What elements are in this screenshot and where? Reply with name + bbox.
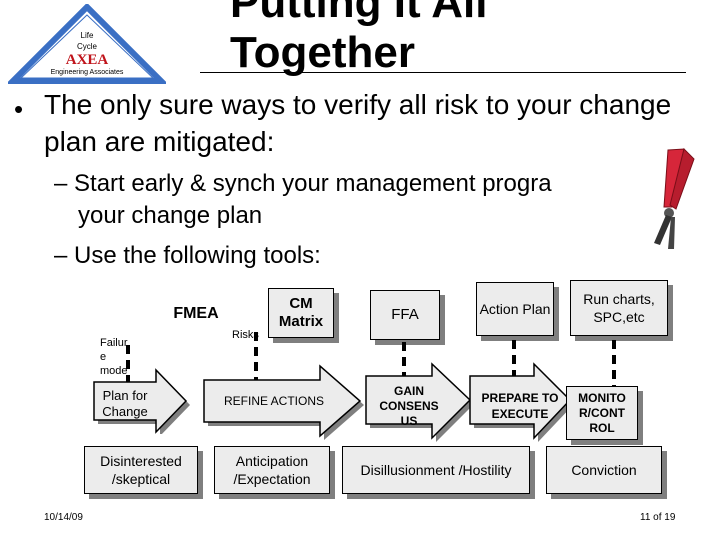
connector-fmea: [126, 345, 130, 385]
connector-action: [512, 340, 516, 384]
bullet-marker: •: [14, 94, 24, 124]
stage-conviction: Conviction: [546, 446, 662, 494]
sub-bullet-1-cont: your change plan: [78, 202, 263, 229]
sub-bullet-1: – Start early & synch your management pr…: [54, 170, 552, 197]
connector-run: [612, 340, 616, 386]
logo-tagline: Engineering Associates: [51, 69, 124, 76]
failure-modes-line-1: Failur: [100, 337, 128, 349]
tool-cm-matrix: CM Matrix: [268, 288, 334, 338]
axea-logo: Life Cycle AXEA Engineering Associates: [8, 4, 166, 84]
connector-ffa: [402, 342, 406, 382]
connector-cm: [254, 332, 258, 386]
main-bullet: The only sure ways to verify all risk to…: [44, 89, 672, 157]
stage-anticipation: Anticipation /Expectation: [214, 446, 330, 494]
arrow-refine-actions-label: REFINE ACTIONS: [223, 394, 324, 408]
footer-page-number: 11 of 19: [640, 512, 676, 523]
failure-modes-label: Failur e mode s: [100, 336, 140, 392]
tool-fmea: FMEA: [173, 305, 219, 322]
slide-title: Putting It All Together: [230, 0, 488, 77]
logo-cycle: Cycle: [77, 42, 98, 51]
title-rule: [200, 72, 686, 73]
arrow-gain-consensus-label: GAIN CONSENS US: [379, 384, 439, 428]
arrow-plan-for-change: [93, 368, 190, 434]
arrow-gain-consensus: [365, 362, 474, 442]
tool-ffa: FFA: [370, 290, 440, 340]
logo-brand: AXEA: [66, 52, 109, 68]
arrow-refine-actions: [203, 364, 364, 440]
logo-life: Life: [81, 31, 94, 40]
pliers-image: [654, 148, 695, 249]
arrow-prepare-execute-label: PREPARE TO EXECUTE: [481, 391, 559, 421]
tool-action-plan: Action Plan: [476, 282, 554, 336]
footer-date: 10/14/09: [44, 512, 83, 523]
arrow-plan-for-change-label: Plan for Change: [102, 388, 148, 419]
failure-modes-line-2: e: [100, 351, 107, 363]
stage-monitor-control: MONITO R/CONT ROL: [566, 386, 638, 440]
failure-modes-line-3: mode: [100, 365, 128, 377]
sub-bullet-2: – Use the following tools:: [54, 242, 321, 269]
stage-disillusionment: Disillusionment /Hostility: [342, 446, 530, 494]
risks-label: Risks: [232, 329, 259, 341]
tool-run-charts: Run charts, SPC,etc: [570, 280, 668, 336]
stage-disinterested: Disinterested /skeptical: [84, 446, 198, 494]
arrow-prepare-execute: [469, 362, 574, 442]
